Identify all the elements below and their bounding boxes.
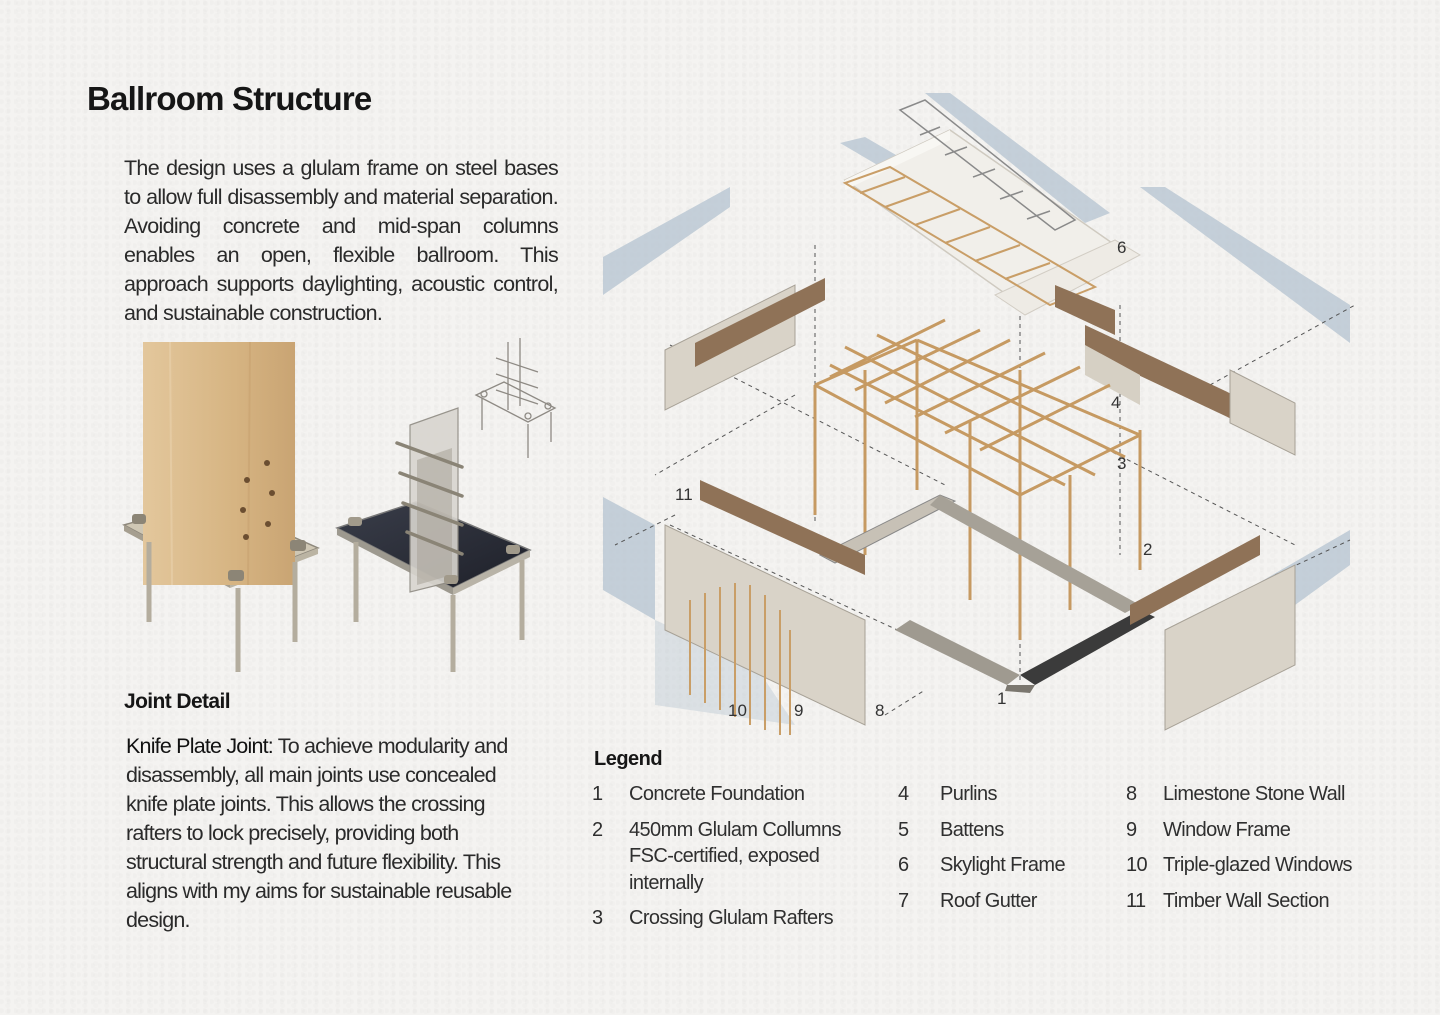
legend-number: 9 — [1126, 818, 1137, 841]
legend-number: 5 — [898, 818, 909, 841]
legend-label: Battens — [940, 818, 1004, 841]
intro-paragraph: The design uses a glulam frame on steel … — [124, 156, 559, 325]
legend-title: Legend — [594, 748, 663, 770]
legend-number: 10 — [1126, 854, 1148, 876]
callout-9: 9 — [794, 701, 803, 720]
foundation — [818, 494, 1155, 693]
legend-label: 450mm Glulam Collumns FSC-certified, exp… — [629, 818, 842, 894]
legend-item: 3 Crossing Glulam Rafters — [592, 905, 872, 932]
legend-item: 5 Battens — [898, 817, 1098, 844]
legend-label: Timber Wall Section — [1163, 889, 1330, 912]
legend-item: 9 Window Frame — [1126, 817, 1396, 844]
legend-number: 1 — [592, 783, 603, 805]
legend-number: 11 — [1126, 889, 1146, 912]
legend-item: 2 450mm Glulam Collumns FSC-certified, ex… — [592, 817, 872, 897]
roof-skylight — [842, 99, 1142, 316]
lower-walls — [664, 480, 1296, 735]
callout-8: 8 — [875, 701, 884, 720]
legend-label: Window Frame — [1163, 818, 1291, 841]
callout-10: 10 — [728, 701, 747, 720]
knife-plate-render — [335, 407, 532, 672]
legend-label: Triple-glazed Windows — [1163, 854, 1353, 876]
legend-number: 2 — [592, 818, 603, 841]
legend-number: 6 — [898, 854, 909, 876]
callout-11: 11 — [675, 485, 693, 504]
legend-label: Skylight Frame — [940, 854, 1066, 876]
legend-item: 10 Triple-glazed Windows — [1126, 852, 1396, 879]
diagram-callouts: 6 4 3 2 11 1 10 9 8 — [675, 238, 1152, 720]
page-title: Ballroom Structure — [87, 80, 372, 117]
wireframe-joint-render — [474, 338, 557, 458]
legend-label: Limestone Stone Wall — [1163, 783, 1345, 805]
legend-number: 7 — [898, 889, 909, 912]
legend-item: 7 Roof Gutter — [898, 888, 1098, 915]
legend-number: 4 — [898, 783, 909, 805]
legend-item: 4 Purlins — [898, 781, 1098, 808]
exploded-axonometric-diagram: 6 4 3 2 11 1 10 9 8 — [603, 93, 1356, 735]
legend-label: Concrete Foundation — [629, 783, 805, 805]
legend-column-2: 4 Purlins 5 Battens 6 Skylight Frame 7 Roof … — [898, 781, 1098, 923]
legend-label: Purlins — [940, 783, 998, 805]
legend-column-1: 1 Concrete Foundation 2 450mm Glulam Collu… — [592, 781, 872, 941]
timber-frame — [813, 318, 1142, 640]
callout-2: 2 — [1143, 540, 1152, 559]
legend-number: 3 — [592, 907, 603, 929]
timber-column-render — [122, 341, 320, 672]
skylight-glazing — [898, 99, 1077, 231]
legend-item: 1 Concrete Foundation — [592, 781, 872, 808]
joint-detail-text: Knife Plate Joint: To achieve modularity… — [126, 732, 528, 935]
joint-detail-body: To achieve modularity and disassembly, a… — [126, 734, 512, 932]
callout-3: 3 — [1117, 454, 1126, 473]
legend-number: 8 — [1126, 783, 1137, 805]
legend-item: 6 Skylight Frame — [898, 852, 1098, 879]
joint-detail-lead: Knife Plate Joint: — [126, 734, 274, 758]
legend-item: 8 Limestone Stone Wall — [1126, 781, 1396, 808]
legend-column-3: 8 Limestone Stone Wall 9 Window Frame 10 Tr… — [1126, 781, 1396, 923]
joint-detail-renders — [122, 338, 557, 672]
upper-walls — [664, 278, 1296, 456]
legend-item: 11 Timber Wall Section — [1126, 888, 1396, 915]
callout-4: 4 — [1111, 393, 1120, 412]
joint-detail-heading: Joint Detail — [124, 690, 231, 713]
legend-label: Crossing Glulam Rafters — [629, 907, 834, 929]
callout-6: 6 — [1117, 238, 1126, 257]
window-frame — [689, 583, 791, 735]
legend-label: Roof Gutter — [940, 889, 1037, 912]
skylight-frame — [842, 165, 1098, 307]
callout-1: 1 — [997, 689, 1006, 708]
